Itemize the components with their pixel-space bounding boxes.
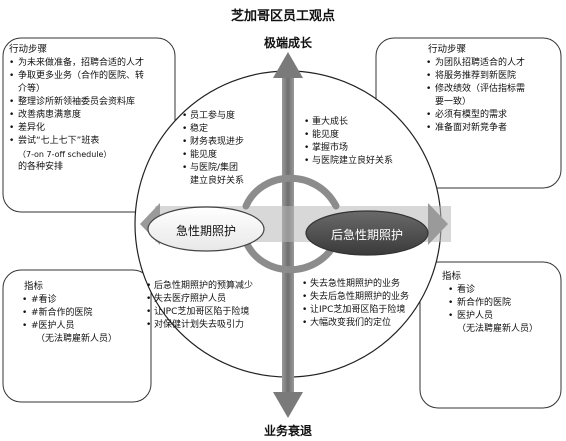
list-item: 大幅改变我们的定位 — [302, 317, 409, 330]
list-item: 准备面对新竞争者 — [426, 122, 560, 135]
quadrant-lower-right: 失去急性期照护的业务 失去后急性期照护的业务 让IPC芝加哥区陷于险境 大幅改变… — [302, 278, 409, 330]
list-item: 掌握市场 — [304, 142, 393, 155]
track-arrow-right — [428, 203, 448, 245]
box-bottom-right-content: 指标 看诊 新合作的医院 医护人员 （无法聘雇新人员） — [436, 270, 560, 336]
page-title: 芝加哥区员工观点 — [230, 9, 335, 24]
axis-top-label: 极端成长 — [263, 36, 312, 50]
list-item-continued: 介等） — [18, 84, 46, 94]
list-item: 尝试“七上七下”班表 — [9, 135, 173, 148]
list-item: 差异化 — [9, 122, 173, 135]
node-post-acute-care — [305, 210, 429, 256]
box-title: 行动步骤 — [428, 44, 467, 55]
list-item-continued: 要一致） — [435, 97, 472, 107]
arrow-up-head — [273, 52, 303, 78]
box-title: 指标 — [442, 271, 462, 282]
list-item: 失去医疗照护人员 — [146, 293, 253, 306]
list-item: 必须有模型的需求 — [426, 109, 560, 122]
list-item: 与医院/集团 — [182, 162, 244, 175]
list-item: 失去后急性期照护的业务 — [302, 291, 409, 304]
box-title: 指标 — [24, 281, 44, 292]
list-item-continued: （7-on 7-off schedule） — [18, 150, 112, 159]
list-item: 与医院建立良好关系 — [304, 155, 393, 168]
list-item: 失去急性期照护的业务 — [302, 278, 409, 291]
list-item-continued: （无法聘雇新人员） — [36, 334, 118, 344]
action-list: 为未来做准备，招聘合适的人才 争取更多业务（合作的医院、转 介等） 整理诊所新领… — [9, 57, 173, 174]
list-item: 稳定 — [182, 123, 244, 136]
list-item: 能见度 — [182, 149, 244, 162]
metric-list: 看诊 新合作的医院 医护人员 （无法聘雇新人员） — [436, 284, 560, 336]
quadrant-lower-left: 后急性期照护的预算减少 失去医疗照护人员 让IPC芝加哥区陷于险境 对保健计划失… — [146, 280, 253, 332]
list-item-continued: 建立良好关系 — [190, 176, 245, 186]
list-item: 修改绩效（评估指标需 — [426, 83, 560, 96]
quadrant-upper-right: 重大成长 能见度 掌握市场 与医院建立良好关系 — [304, 116, 393, 168]
node-acute-care-label: 急性期照护 — [175, 224, 236, 238]
metric-list: #看诊 #新合作的医院 #医护人员 （无法聘雇新人员） — [22, 294, 148, 346]
list-item: 让IPC芝加哥区陷于险境 — [302, 304, 409, 317]
swoosh-upper — [242, 174, 340, 210]
list-item: 财务表现进步 — [182, 136, 244, 149]
list-item: 员工参与度 — [182, 110, 244, 123]
list-item: 新合作的医院 — [448, 297, 560, 310]
list-item: 将服务推荐到新医院 — [426, 70, 560, 83]
node-post-acute-care-label: 后急性期照护 — [330, 228, 403, 242]
list-item-continued: 的各种安排 — [18, 162, 64, 172]
list-item: 改善病患满意度 — [9, 109, 173, 122]
box-bottom-left-content: 指标 #看诊 #新合作的医院 #医护人员 （无法聘雇新人员） — [22, 280, 148, 346]
quadrant-upper-left: 员工参与度 稳定 财务表现进步 能见度 与医院/集团 建立良好关系 — [182, 110, 244, 188]
list-item: 为团队招聘适合的人才 — [426, 57, 560, 70]
node-acute-care — [147, 206, 265, 252]
list-item: 对保健计划失去吸引力 — [146, 319, 253, 332]
list-item: 能见度 — [304, 129, 393, 142]
axis-bottom-label: 业务衰退 — [263, 424, 312, 438]
list-item: 医护人员 — [448, 310, 560, 323]
list-item: #医护人员 — [22, 320, 148, 333]
list-item-continued: （无法聘雇新人员） — [457, 324, 539, 334]
action-list: 为团队招聘适合的人才 将服务推荐到新医院 修改绩效（评估指标需 要一致） 必须有… — [426, 57, 560, 135]
list-item: 后急性期照护的预算减少 — [146, 280, 253, 293]
swoosh-lower — [242, 238, 340, 274]
list-item: 重大成长 — [304, 116, 393, 129]
box-top-right-content: 行动步骤 为团队招聘适合的人才 将服务推荐到新医院 修改绩效（评估指标需 要一致… — [426, 43, 560, 135]
list-item: #看诊 — [22, 294, 148, 307]
box-title: 行动步骤 — [9, 44, 48, 55]
list-item: #新合作的医院 — [22, 307, 148, 320]
list-item: 整理诊所新领袖委员会资料库 — [9, 96, 173, 109]
list-item: 为未来做准备，招聘合适的人才 — [9, 57, 173, 70]
list-item: 让IPC芝加哥区陷于险境 — [146, 306, 253, 319]
arrow-down-head — [273, 392, 303, 418]
list-item: 争取更多业务（合作的医院、转 — [9, 70, 173, 83]
box-top-left-content: 行动步骤 为未来做准备，招聘合适的人才 争取更多业务（合作的医院、转 介等） 整… — [9, 43, 173, 174]
list-item: 看诊 — [448, 284, 560, 297]
